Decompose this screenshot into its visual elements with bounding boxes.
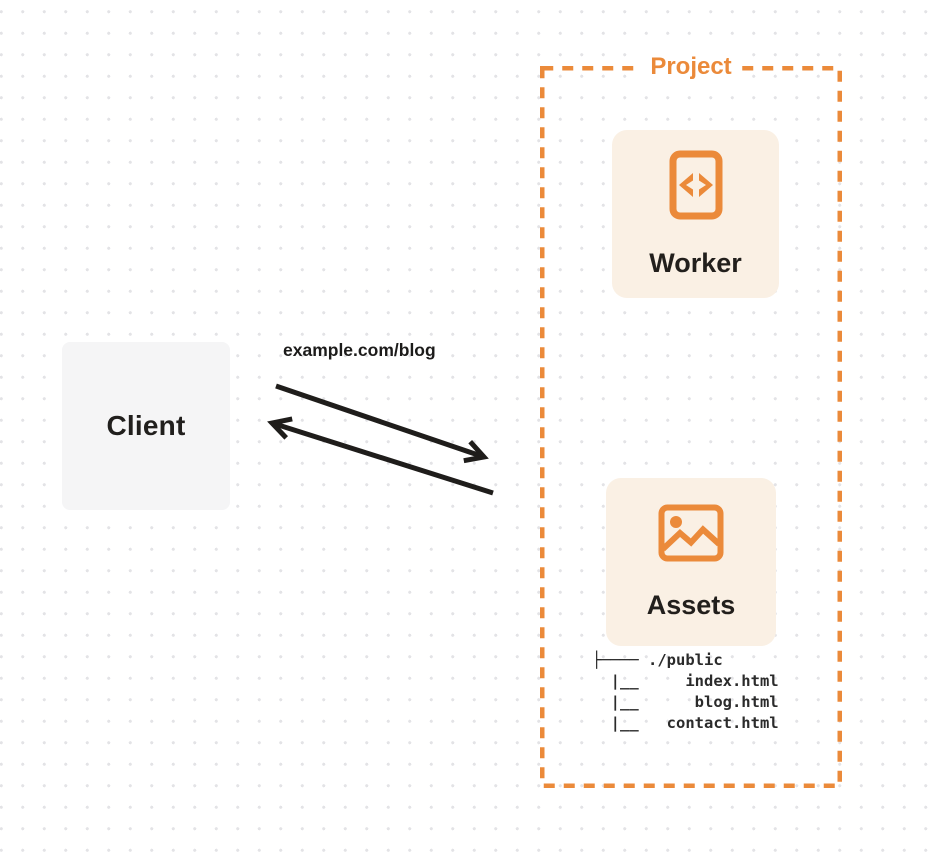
request-response-arrows [267,383,494,496]
assets-card: Assets [606,478,776,646]
arrowhead-right-icon [463,440,489,464]
assets-label: Assets [646,589,736,620]
client-node: Client [62,342,230,510]
tree-line-blog: |__ blog.html [592,693,779,711]
tree-line-public: ├──── ./public [592,651,723,669]
tree-line-contact: |__ contact.html [592,714,779,732]
image-icon [658,504,724,561]
project-boundary: Project Worker Assets ├──── ./public |__… [540,53,842,788]
worker-label: Worker [649,247,742,278]
arrowhead-left-icon [267,416,293,440]
worker-card: Worker [612,130,779,298]
request-arrow [275,383,489,464]
assets-file-tree: ├──── ./public |__ index.html |__ blog.h… [592,650,779,734]
response-arrow [267,416,494,496]
request-url-label: example.com/blog [283,340,436,360]
tree-line-index: |__ index.html [592,672,779,690]
client-label: Client [106,410,186,441]
code-document-icon [669,150,722,219]
project-label: Project [641,53,741,81]
